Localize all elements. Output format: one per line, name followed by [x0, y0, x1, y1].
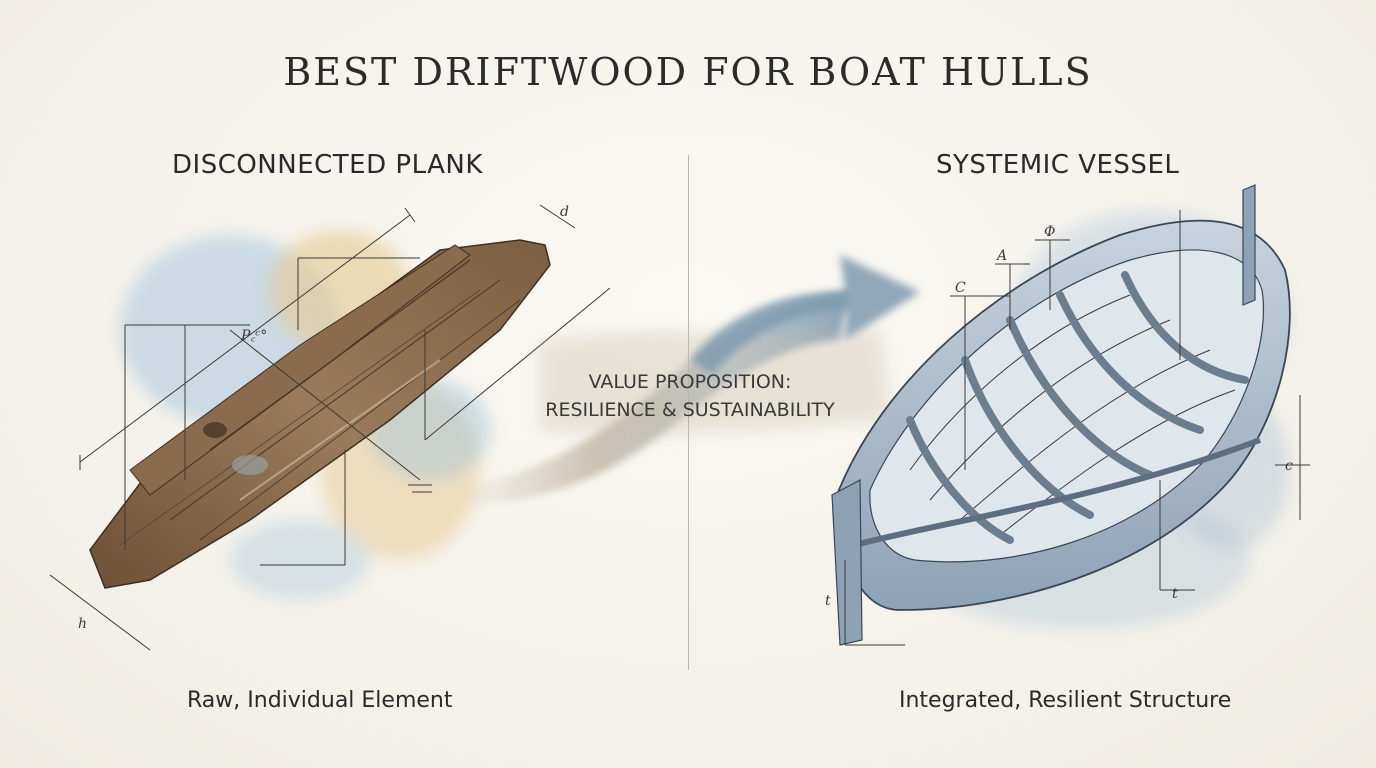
value-streak: [455, 290, 890, 505]
vessel-annotation-phi: Φ: [1044, 224, 1055, 240]
page-title: BEST DRIFTWOOD FOR BOAT HULLS: [283, 50, 1093, 94]
plank-dimension-lines: [49, 204, 611, 651]
value-proposition: VALUE PROPOSITION: RESILIENCE & SUSTAINA…: [500, 368, 880, 424]
vessel-annotation-c2: c: [1285, 458, 1293, 474]
plank-annotation-d: d: [560, 204, 569, 220]
vessel-annotation-c: C: [955, 280, 966, 296]
vessel-drawing: [831, 184, 1291, 646]
value-proposition-line2: RESILIENCE & SUSTAINABILITY: [545, 399, 835, 421]
vessel-annotation-a: A: [995, 248, 1007, 264]
panel-divider: [688, 155, 689, 670]
right-panel-heading: SYSTEMIC VESSEL: [936, 150, 1180, 180]
plank-annotation-h: h: [78, 616, 87, 632]
plank-annotation-p: P꜀ᶜ°: [240, 328, 267, 344]
right-panel-caption: Integrated, Resilient Structure: [899, 688, 1232, 713]
left-panel-caption: Raw, Individual Element: [187, 688, 453, 713]
vessel-annotation-t2: t: [1172, 586, 1178, 602]
arrow-right-icon: [690, 255, 920, 375]
vessel-annotation-t: t: [825, 593, 831, 609]
vessel-dimension-lines: [844, 210, 1310, 646]
value-proposition-line1: VALUE PROPOSITION:: [588, 371, 792, 393]
driftwood-plank-drawing: [89, 239, 551, 589]
left-panel-heading: DISCONNECTED PLANK: [172, 150, 483, 180]
